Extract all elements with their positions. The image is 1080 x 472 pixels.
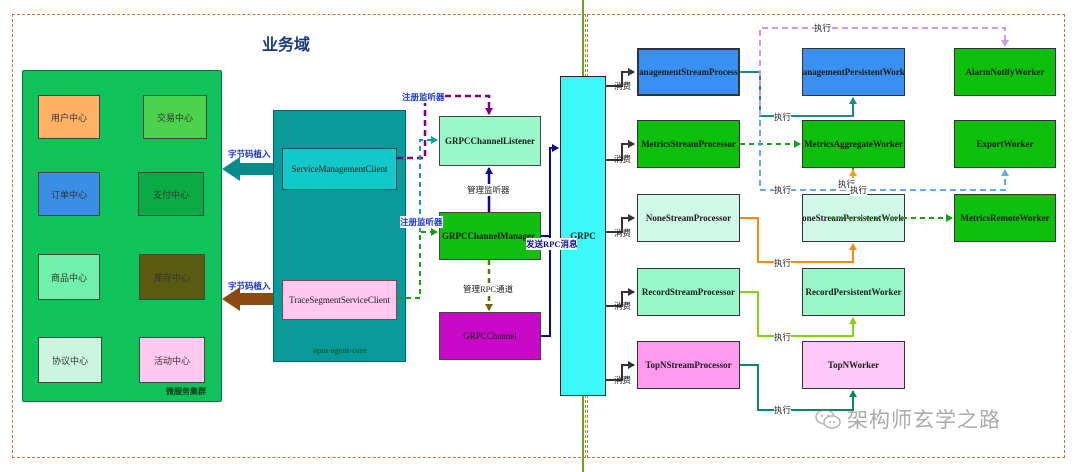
service-order-center: 订单中心	[38, 172, 100, 216]
consume-label-5: 消费	[614, 375, 632, 385]
register-label-1: 注册监听器	[402, 91, 445, 103]
metrics-stream-processor: MetricsStreamProcessor	[637, 120, 740, 168]
register-listener-arrow-2	[397, 228, 438, 299]
execute-label-export: 执行	[774, 184, 792, 196]
service-protocol-center: 协议中心	[38, 337, 102, 383]
service-user-center: 用户中心	[38, 95, 100, 139]
record-persistent-worker: RecordPersistentWorker	[802, 268, 905, 316]
trace-segment-service-client: TraceSegmentServiceClient	[282, 280, 397, 320]
topn-stream-processor: TopNStreamProcessor	[637, 341, 740, 389]
metrics-aggregate-worker: MetricsAggregateWorker	[802, 120, 905, 168]
management-stream-processor: ManagementStreamProcessor	[637, 48, 740, 96]
consume-label-1: 消费	[614, 81, 632, 91]
management-persistent-worker: ManagementPersistentWorker	[802, 48, 905, 96]
none-stream-processor: NoneStreamProcessor	[637, 194, 740, 242]
export-worker: ExportWorker	[954, 120, 1056, 168]
execute-label-alarm: 执行	[814, 22, 832, 34]
domain-title: 业务域	[262, 37, 311, 54]
bytecode-arrow-2	[222, 287, 273, 311]
grpc-channel-manager: GRPCChannelManager	[439, 212, 541, 260]
consume-label-4: 消费	[614, 301, 632, 311]
agent-label: apm-agent-core	[313, 346, 367, 355]
service-activity-center: 活动中心	[139, 337, 205, 383]
manage-listener-label: 管理监听器	[467, 184, 510, 196]
execute-label-management: 执行	[774, 111, 792, 123]
metrics-remote-worker: MetricsRemoteWorker	[954, 194, 1056, 242]
consume-label-2: 消费	[614, 154, 632, 164]
manage-rpc-label: 管理RPC通道	[463, 283, 514, 295]
record-stream-processor: RecordStreamProcessor	[637, 268, 740, 316]
service-product-center: 商品中心	[38, 254, 100, 300]
grpc-channel: GRPCChannel	[439, 312, 541, 360]
watermark: 架构师玄学之路	[815, 404, 1001, 434]
grpc-channel-listener: GRPCChannelListener	[439, 116, 541, 166]
bytecode-label-2: 字节码植入	[228, 281, 271, 291]
service-payment-center: 支付中心	[138, 172, 204, 216]
execute-label-aggregate-2: 执行	[850, 184, 868, 196]
execute-label-topn: 执行	[774, 404, 792, 416]
watermark-text: 架构师玄学之路	[847, 408, 1001, 432]
execute-label-record: 执行	[774, 331, 792, 343]
bytecode-arrow-1	[222, 157, 273, 181]
service-inventory-center: 库存中心	[139, 254, 205, 300]
send-rpc-label: 发送RPC消息	[526, 238, 578, 250]
service-trade-center: 交易中心	[143, 95, 207, 139]
bytecode-label-1: 字节码植入	[228, 149, 271, 159]
topn-worker: TopNWorker	[802, 341, 905, 389]
consume-label-3: 消费	[614, 228, 632, 238]
alarm-notify-worker: AlarmNotifyWorker	[954, 48, 1056, 96]
execute-label-none: 执行	[774, 257, 792, 269]
register-listener-arrow-1	[397, 94, 493, 160]
service-management-client: ServiceManagementClient	[282, 148, 397, 190]
wechat-icon	[815, 408, 841, 430]
register-label-2: 注册监听器	[400, 216, 443, 228]
cluster-label: 微服务集群	[166, 387, 206, 396]
grpc-bus: GRPC	[560, 76, 606, 396]
